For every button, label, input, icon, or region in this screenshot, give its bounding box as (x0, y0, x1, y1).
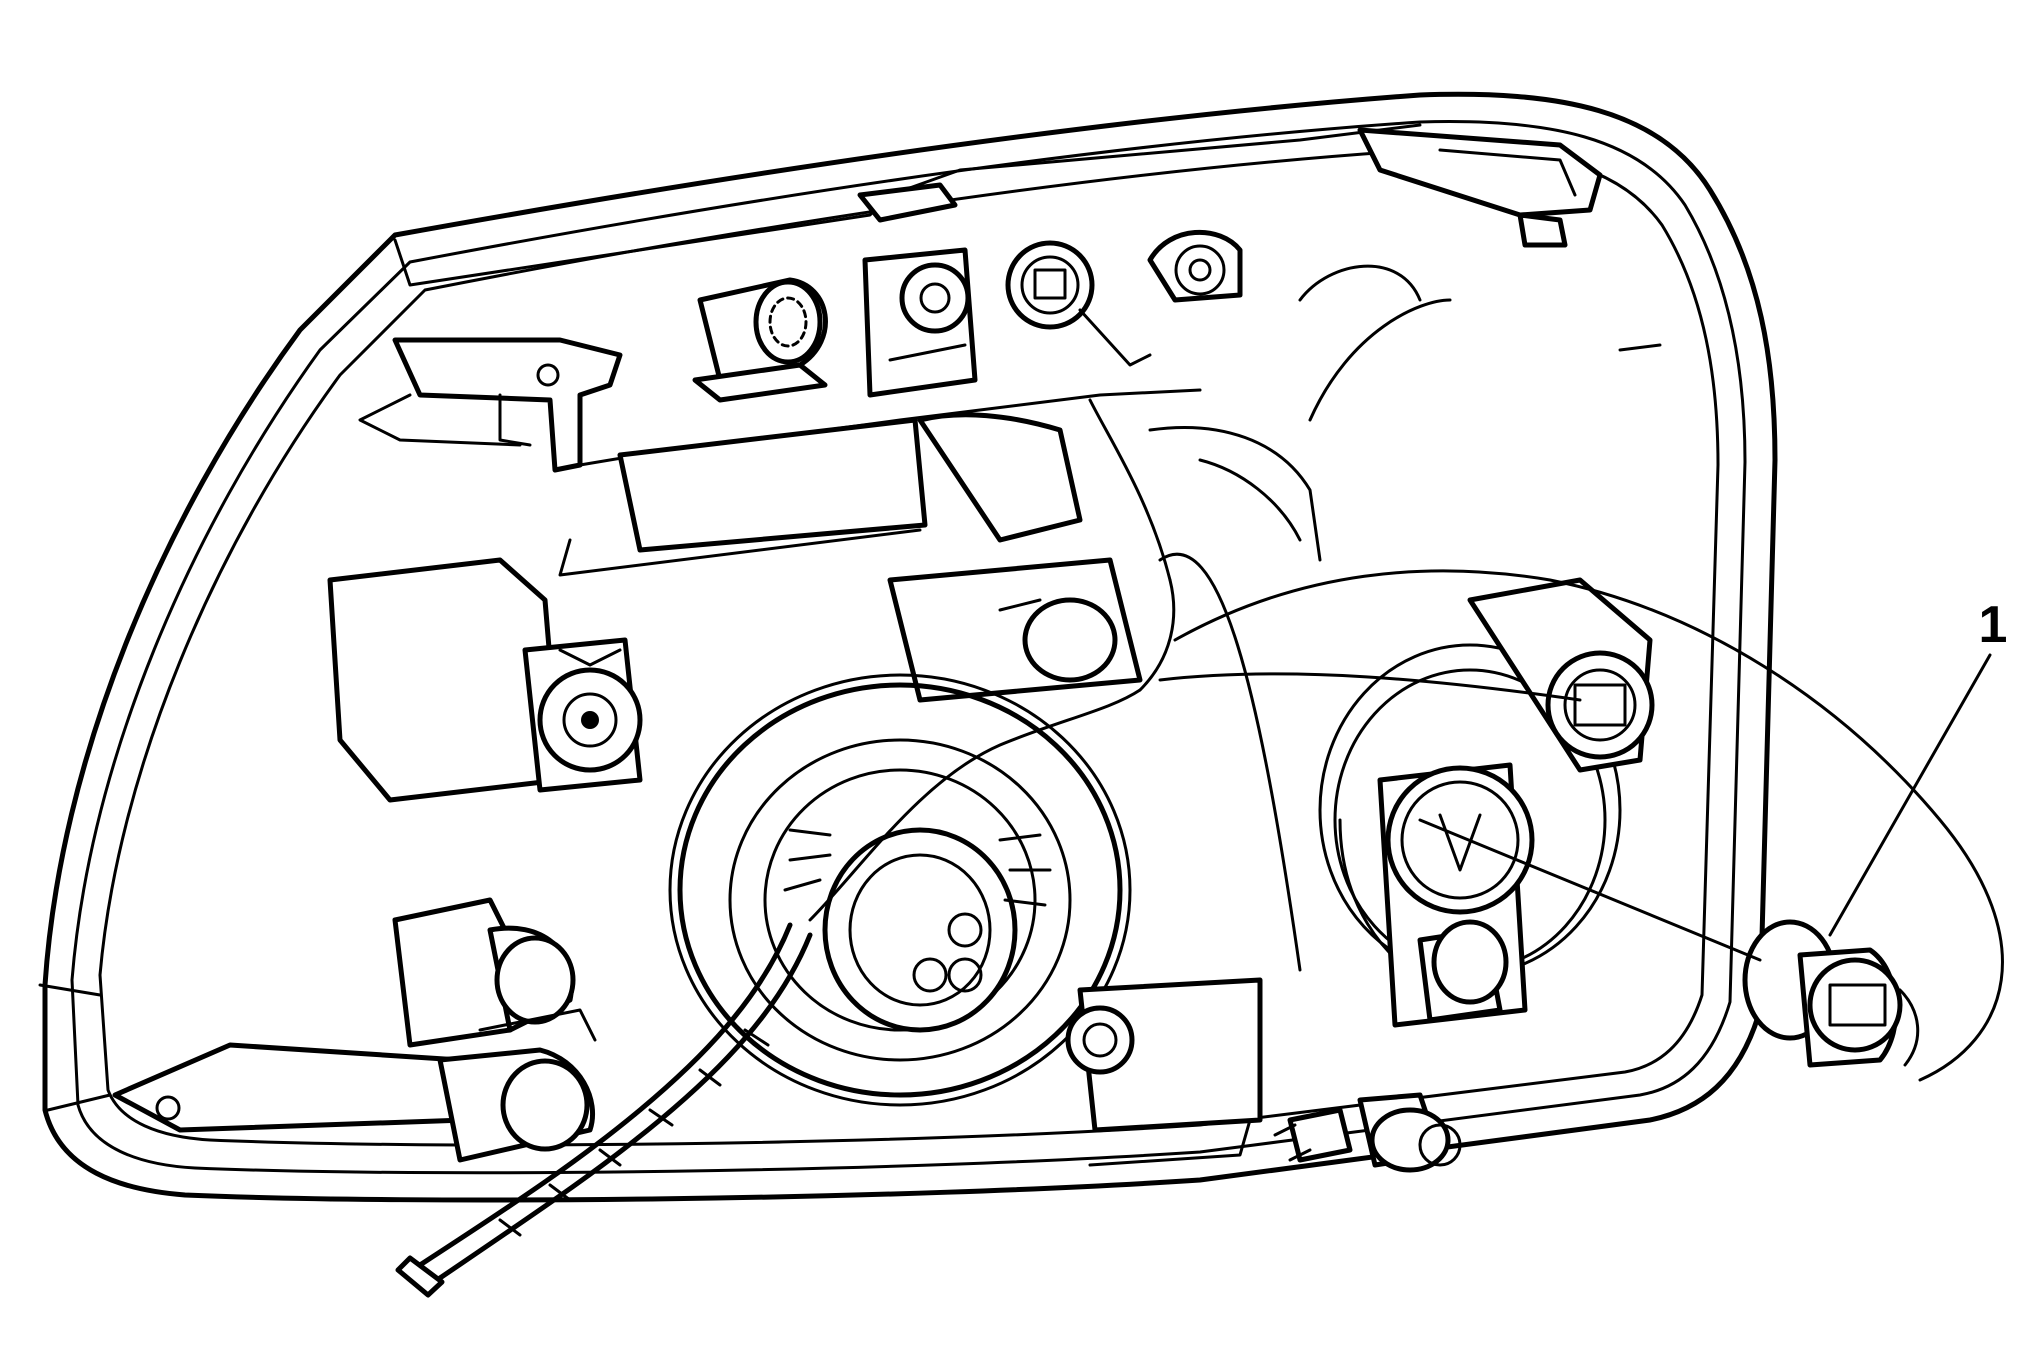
side-marker-bulb-socket (1742, 919, 1920, 1068)
left-side-sockets (327, 557, 643, 803)
right-upper-socket (1467, 577, 1655, 773)
top-socket-3 (1005, 240, 1152, 367)
lower-left-socket (392, 897, 576, 1048)
callout-leaders (1418, 653, 1992, 962)
top-socket-2 (862, 247, 978, 398)
lamp-body (558, 264, 1662, 703)
lower-left-mounting-bracket (112, 1008, 597, 1163)
callout-1-label: 1 (1979, 596, 2008, 654)
top-socket-4 (1147, 229, 1243, 303)
top-left-adjuster (692, 277, 828, 403)
pigtail-connector (1273, 1092, 1462, 1173)
right-turn-socket (1377, 762, 1535, 1028)
top-mounting-ribs (393, 123, 1603, 287)
top-bulb-sockets (692, 229, 1243, 403)
bottom-center-mount (1065, 977, 1263, 1167)
wiring-harness (395, 398, 1302, 1298)
upper-left-mounting-bracket (358, 337, 623, 473)
side-marker-wire (1158, 569, 2004, 1082)
main-beam-socket (668, 673, 1132, 1107)
